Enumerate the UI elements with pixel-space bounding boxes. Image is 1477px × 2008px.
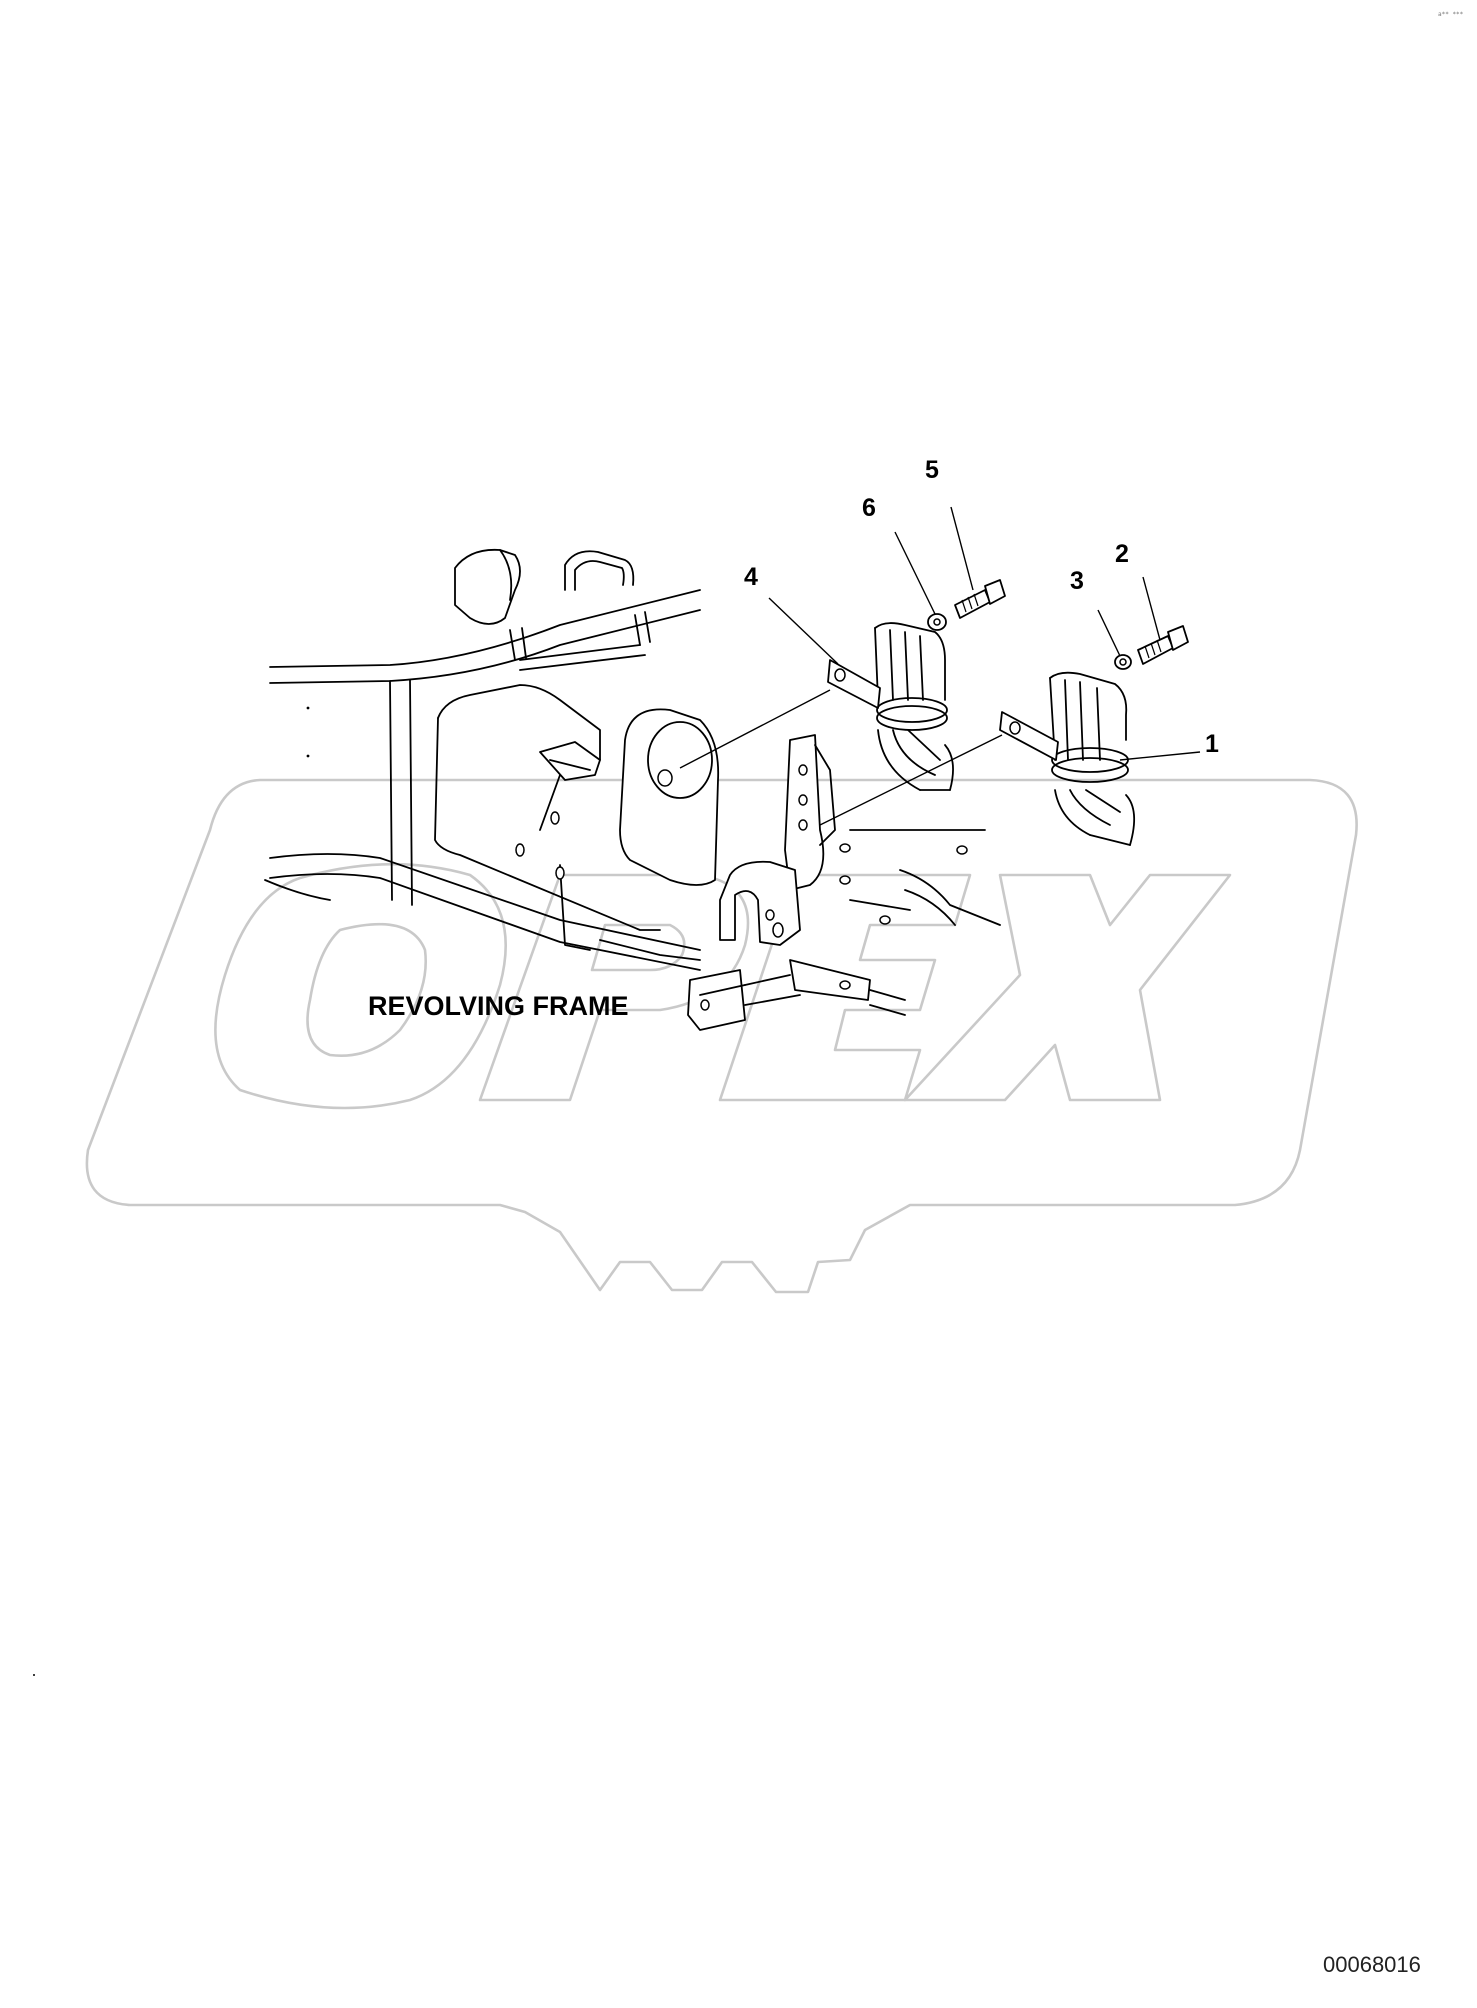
revolving-frame-label: REVOLVING FRAME <box>368 991 629 1021</box>
corner-mark: a** *** <box>1438 11 1464 18</box>
callout-3: 3 <box>1070 567 1084 595</box>
callout-2: 2 <box>1115 540 1129 568</box>
drawing-number: 00068016 <box>1323 1952 1421 1977</box>
hose-assembly-right <box>1049 671 1136 846</box>
callout-6: 6 <box>862 494 876 522</box>
callout-1: 1 <box>1205 730 1219 758</box>
callout-5: 5 <box>925 456 939 484</box>
part-2-bolt <box>1137 625 1189 665</box>
revolving-frame-drawing <box>264 548 1001 1031</box>
callout-4: 4 <box>744 563 758 591</box>
part-5-bolt <box>954 579 1006 619</box>
leader-lines <box>679 506 1201 826</box>
part-4-clamp-plate <box>827 659 881 709</box>
part-1-clamp-plate <box>999 711 1059 761</box>
